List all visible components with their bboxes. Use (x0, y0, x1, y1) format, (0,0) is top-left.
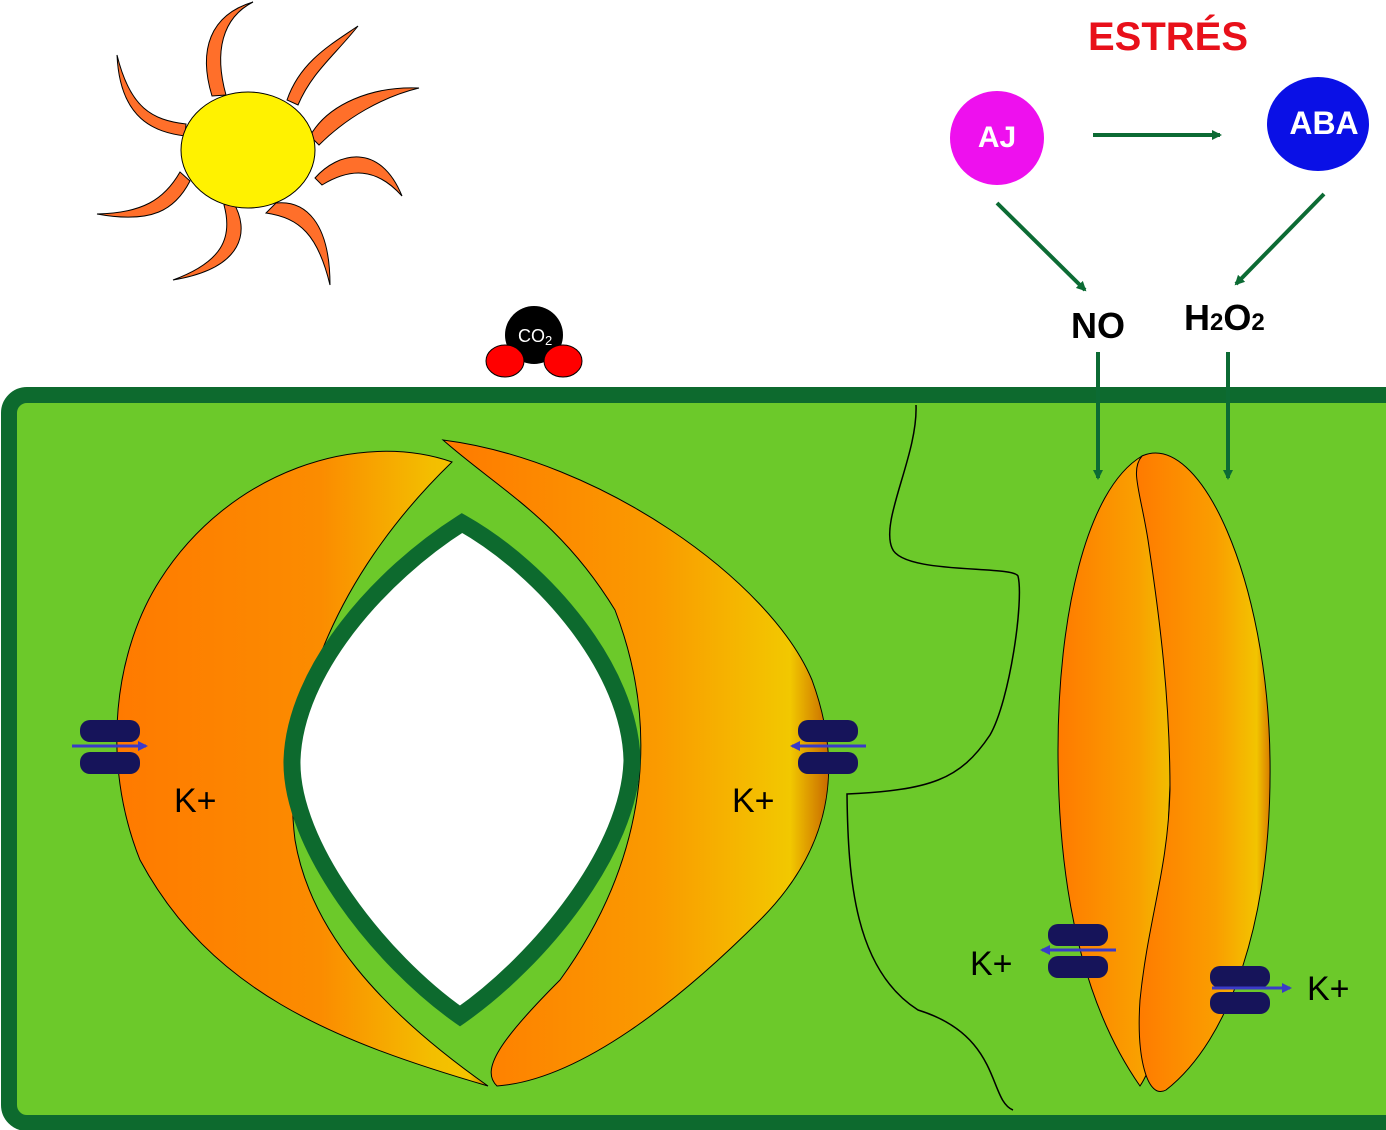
guard-cell-right-closed (1135, 452, 1271, 1092)
cell-wall-line (846, 404, 1021, 1111)
co2-label: CO2 (518, 326, 552, 348)
k-ion-label-open-right: K+ (732, 782, 775, 820)
co2-molecule-icon: CO2 (485, 306, 583, 378)
potassium-channel-icon (790, 720, 866, 774)
aba-label: ABA (1289, 105, 1358, 141)
stress-label: ESTRÉS (1088, 14, 1248, 59)
potassium-channel-icon (1040, 924, 1116, 978)
k-ion-label-closed-right: K+ (1307, 970, 1350, 1008)
aba-node: ABA (1267, 77, 1369, 171)
k-ion-label-closed-left: K+ (970, 945, 1013, 983)
k-ion-label-open-left: K+ (174, 782, 217, 820)
guard-cell-right-open (441, 439, 830, 1087)
aj-label: AJ (978, 121, 1016, 154)
h2o2-label: H2O2 (1184, 297, 1265, 338)
potassium-channel-icon (1210, 966, 1292, 1014)
arrow-aba-to-h2o2 (1234, 192, 1326, 286)
potassium-channel-icon (72, 720, 148, 774)
arrow-aj-to-no (995, 201, 1087, 292)
aj-node: AJ (950, 91, 1044, 185)
stomatal-pore-open (283, 513, 641, 1027)
no-label: NO (1071, 305, 1125, 346)
sun-icon (96, 1, 420, 286)
